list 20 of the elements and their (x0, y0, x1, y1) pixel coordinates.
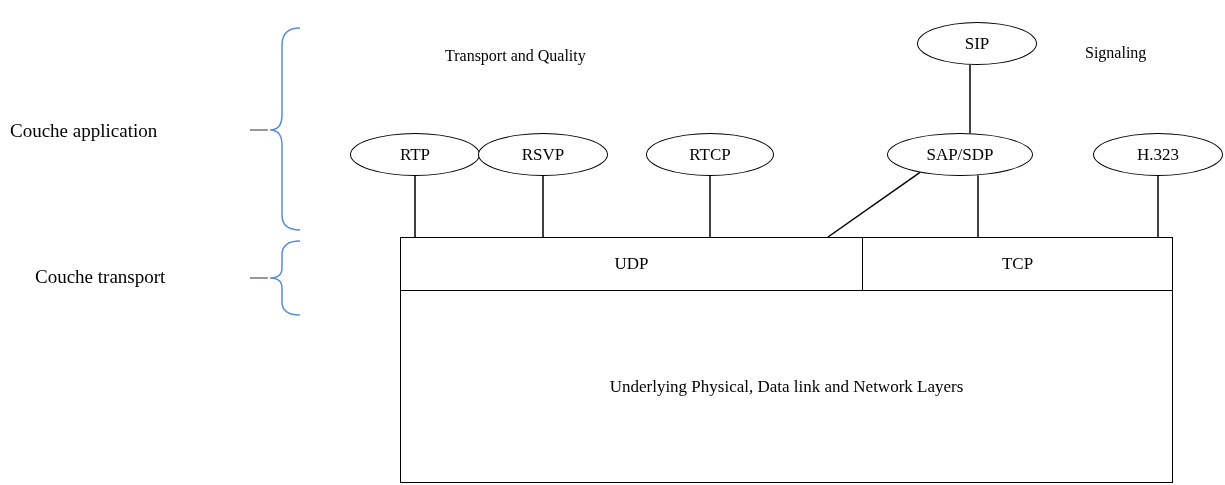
layer-box: UDP (400, 237, 863, 291)
protocol-ellipse: H.323 (1093, 133, 1223, 176)
connector-line (827, 171, 921, 238)
protocol-ellipse: RTP (350, 133, 480, 176)
layer-label: Couche application (10, 120, 158, 142)
connector-line (414, 175, 416, 238)
connector-line (1157, 175, 1159, 238)
layer-label: Couche transport (35, 266, 166, 288)
connector-line (977, 174, 979, 238)
group-heading: Transport and Quality (445, 47, 586, 65)
group-heading: Signaling (1085, 44, 1147, 62)
connector-line (542, 175, 544, 238)
layer-box: Underlying Physical, Data link and Network Layers (400, 290, 1173, 483)
protocol-ellipse: RTCP (646, 133, 774, 176)
protocol-ellipse: SAP/SDP (887, 133, 1033, 176)
protocol-ellipse: RSVP (478, 133, 608, 176)
protocol-ellipse: SIP (917, 22, 1037, 65)
connector-line (969, 64, 971, 134)
connector-line (709, 175, 711, 238)
layer-box: TCP (862, 237, 1173, 291)
